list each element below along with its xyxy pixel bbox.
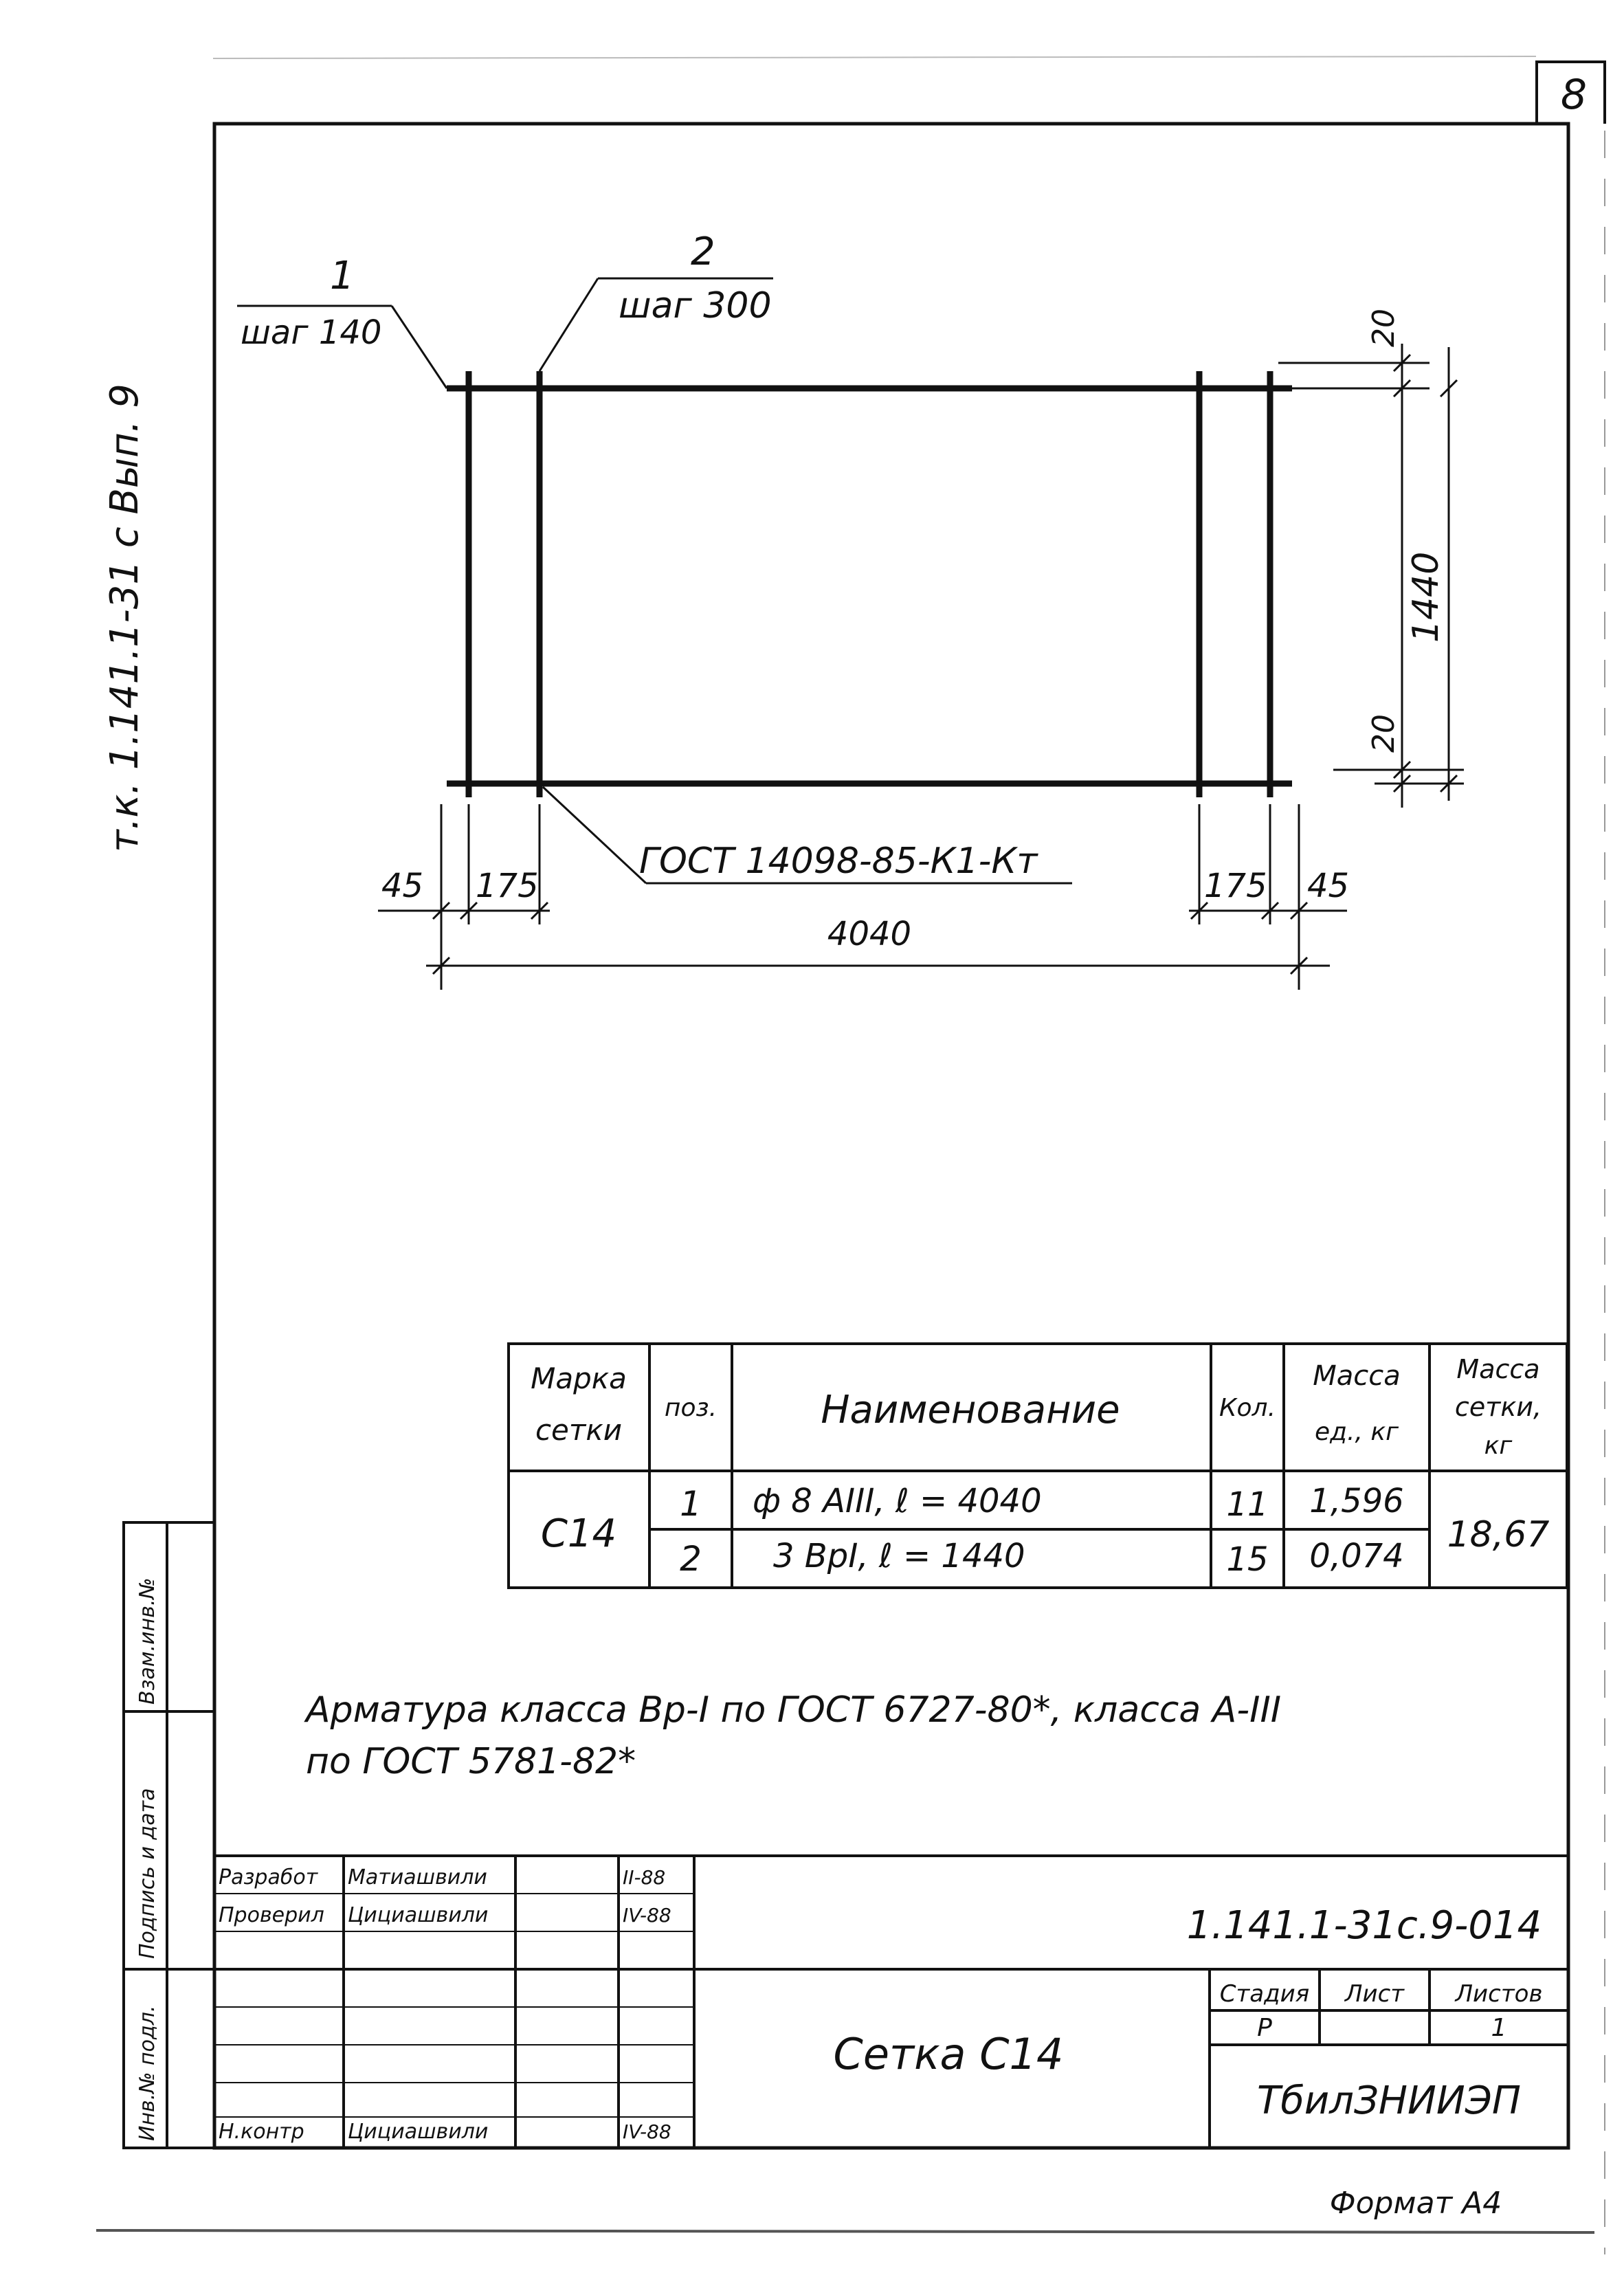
title-block-role-1: Разработ xyxy=(219,1865,319,1889)
sheet-label: Лист xyxy=(1344,1980,1405,2008)
sheet-number-box xyxy=(1535,60,1606,124)
format-label: Формат А4 xyxy=(1330,2186,1502,2221)
row-2-qty: 15 xyxy=(1226,1540,1268,1579)
note-line-1: Арматура класса Вр-I по ГОСТ 6727-80*, к… xyxy=(304,1689,1281,1731)
dim-height: 1440 xyxy=(1405,552,1447,643)
note-line-2: по ГОСТ 5781-82* xyxy=(306,1741,636,1782)
gost-callout: ГОСТ 14098-85-К1-Кт xyxy=(639,841,1038,882)
vertical-dimensions xyxy=(1278,344,1464,808)
dim-top-offset: 20 xyxy=(1366,309,1401,347)
dim-left-175: 175 xyxy=(476,867,539,905)
gost-leader xyxy=(542,786,1072,885)
header-unit-mass-line2: ед., кг xyxy=(1315,1418,1399,1446)
title-block-date-7: IV-88 xyxy=(623,2120,671,2143)
horizontal-dimensions xyxy=(378,804,1347,990)
row-1-name: ф 8 АIII, ℓ = 4040 xyxy=(753,1482,1042,1520)
title-block-role-7: Н.контр xyxy=(219,2120,304,2144)
header-mark-line1: Марка xyxy=(531,1362,627,1395)
title-block-date-1: II-88 xyxy=(623,1866,665,1889)
title-block-date-2: IV-88 xyxy=(623,1904,671,1927)
header-qty: Кол. xyxy=(1219,1394,1276,1422)
callout-2-leader xyxy=(538,277,773,372)
side-stamp-cell-2: Подпись и дата xyxy=(135,1788,159,1960)
callout-2-position: 2 xyxy=(691,230,715,274)
mesh-drawing xyxy=(447,371,1292,797)
callout-1-position: 1 xyxy=(330,254,355,298)
header-mesh-mass-line3: кг xyxy=(1484,1432,1513,1460)
side-stamp-cell-3: Инв.№ подл. xyxy=(135,2006,159,2141)
dim-right-175: 175 xyxy=(1204,867,1267,905)
callout-1-leader xyxy=(237,304,448,389)
side-stamp-cell-1: Взам.инв.№ xyxy=(135,1577,159,1705)
row-2-unit-mass: 0,074 xyxy=(1309,1537,1403,1575)
row-1-unit-mass: 1,596 xyxy=(1309,1482,1403,1520)
header-mesh-mass-line2: сетки, xyxy=(1455,1392,1542,1422)
header-name: Наименование xyxy=(821,1388,1120,1432)
side-code: т.к. 1.141.1-31 с Вып. 9 xyxy=(102,384,147,852)
sheets-value: 1 xyxy=(1491,2014,1507,2042)
stage-value: Р xyxy=(1257,2014,1272,2042)
callout-2-step: шаг 300 xyxy=(619,285,772,326)
mesh-mass: 18,67 xyxy=(1447,1514,1550,1555)
sheet-number: 8 xyxy=(1561,71,1587,119)
dim-total: 4040 xyxy=(827,915,911,953)
row-2-pos: 2 xyxy=(680,1539,702,1579)
organization: ТбилЗНИИЭП xyxy=(1257,2078,1521,2123)
title-block-grid xyxy=(214,1854,1568,2148)
row-1-qty: 11 xyxy=(1226,1485,1268,1524)
doc-code: 1.141.1-31с.9-014 xyxy=(1187,1903,1542,1948)
title-block-name-7: Цициашвили xyxy=(348,2120,488,2144)
dim-bottom-offset: 20 xyxy=(1366,714,1401,753)
sheets-label: Листов xyxy=(1454,1980,1542,2008)
row-1-pos: 1 xyxy=(680,1484,702,1524)
header-mark-line2: сетки xyxy=(535,1413,622,1447)
dim-left-45: 45 xyxy=(381,867,423,905)
header-unit-mass-line1: Масса xyxy=(1313,1360,1401,1392)
title-block-name-1: Матиашвили xyxy=(348,1865,487,1889)
header-mesh-mass-line1: Масса xyxy=(1456,1354,1539,1384)
title-block-name-2: Цициашвили xyxy=(348,1903,488,1927)
stage-label: Стадия xyxy=(1220,1980,1309,2008)
dim-right-45: 45 xyxy=(1307,867,1349,905)
spec-table-grid xyxy=(507,1342,1568,1589)
drawing-title: Сетка С14 xyxy=(834,2029,1064,2079)
title-block-role-2: Проверил xyxy=(219,1903,324,1927)
callout-1-step: шаг 140 xyxy=(241,313,381,352)
header-pos: поз. xyxy=(665,1394,717,1422)
side-stamp-grid xyxy=(122,1521,216,2149)
outer-frame xyxy=(212,122,1570,2150)
row-2-name: 3 ВрI, ℓ = 1440 xyxy=(773,1537,1025,1575)
mesh-mark: С14 xyxy=(541,1511,616,1556)
